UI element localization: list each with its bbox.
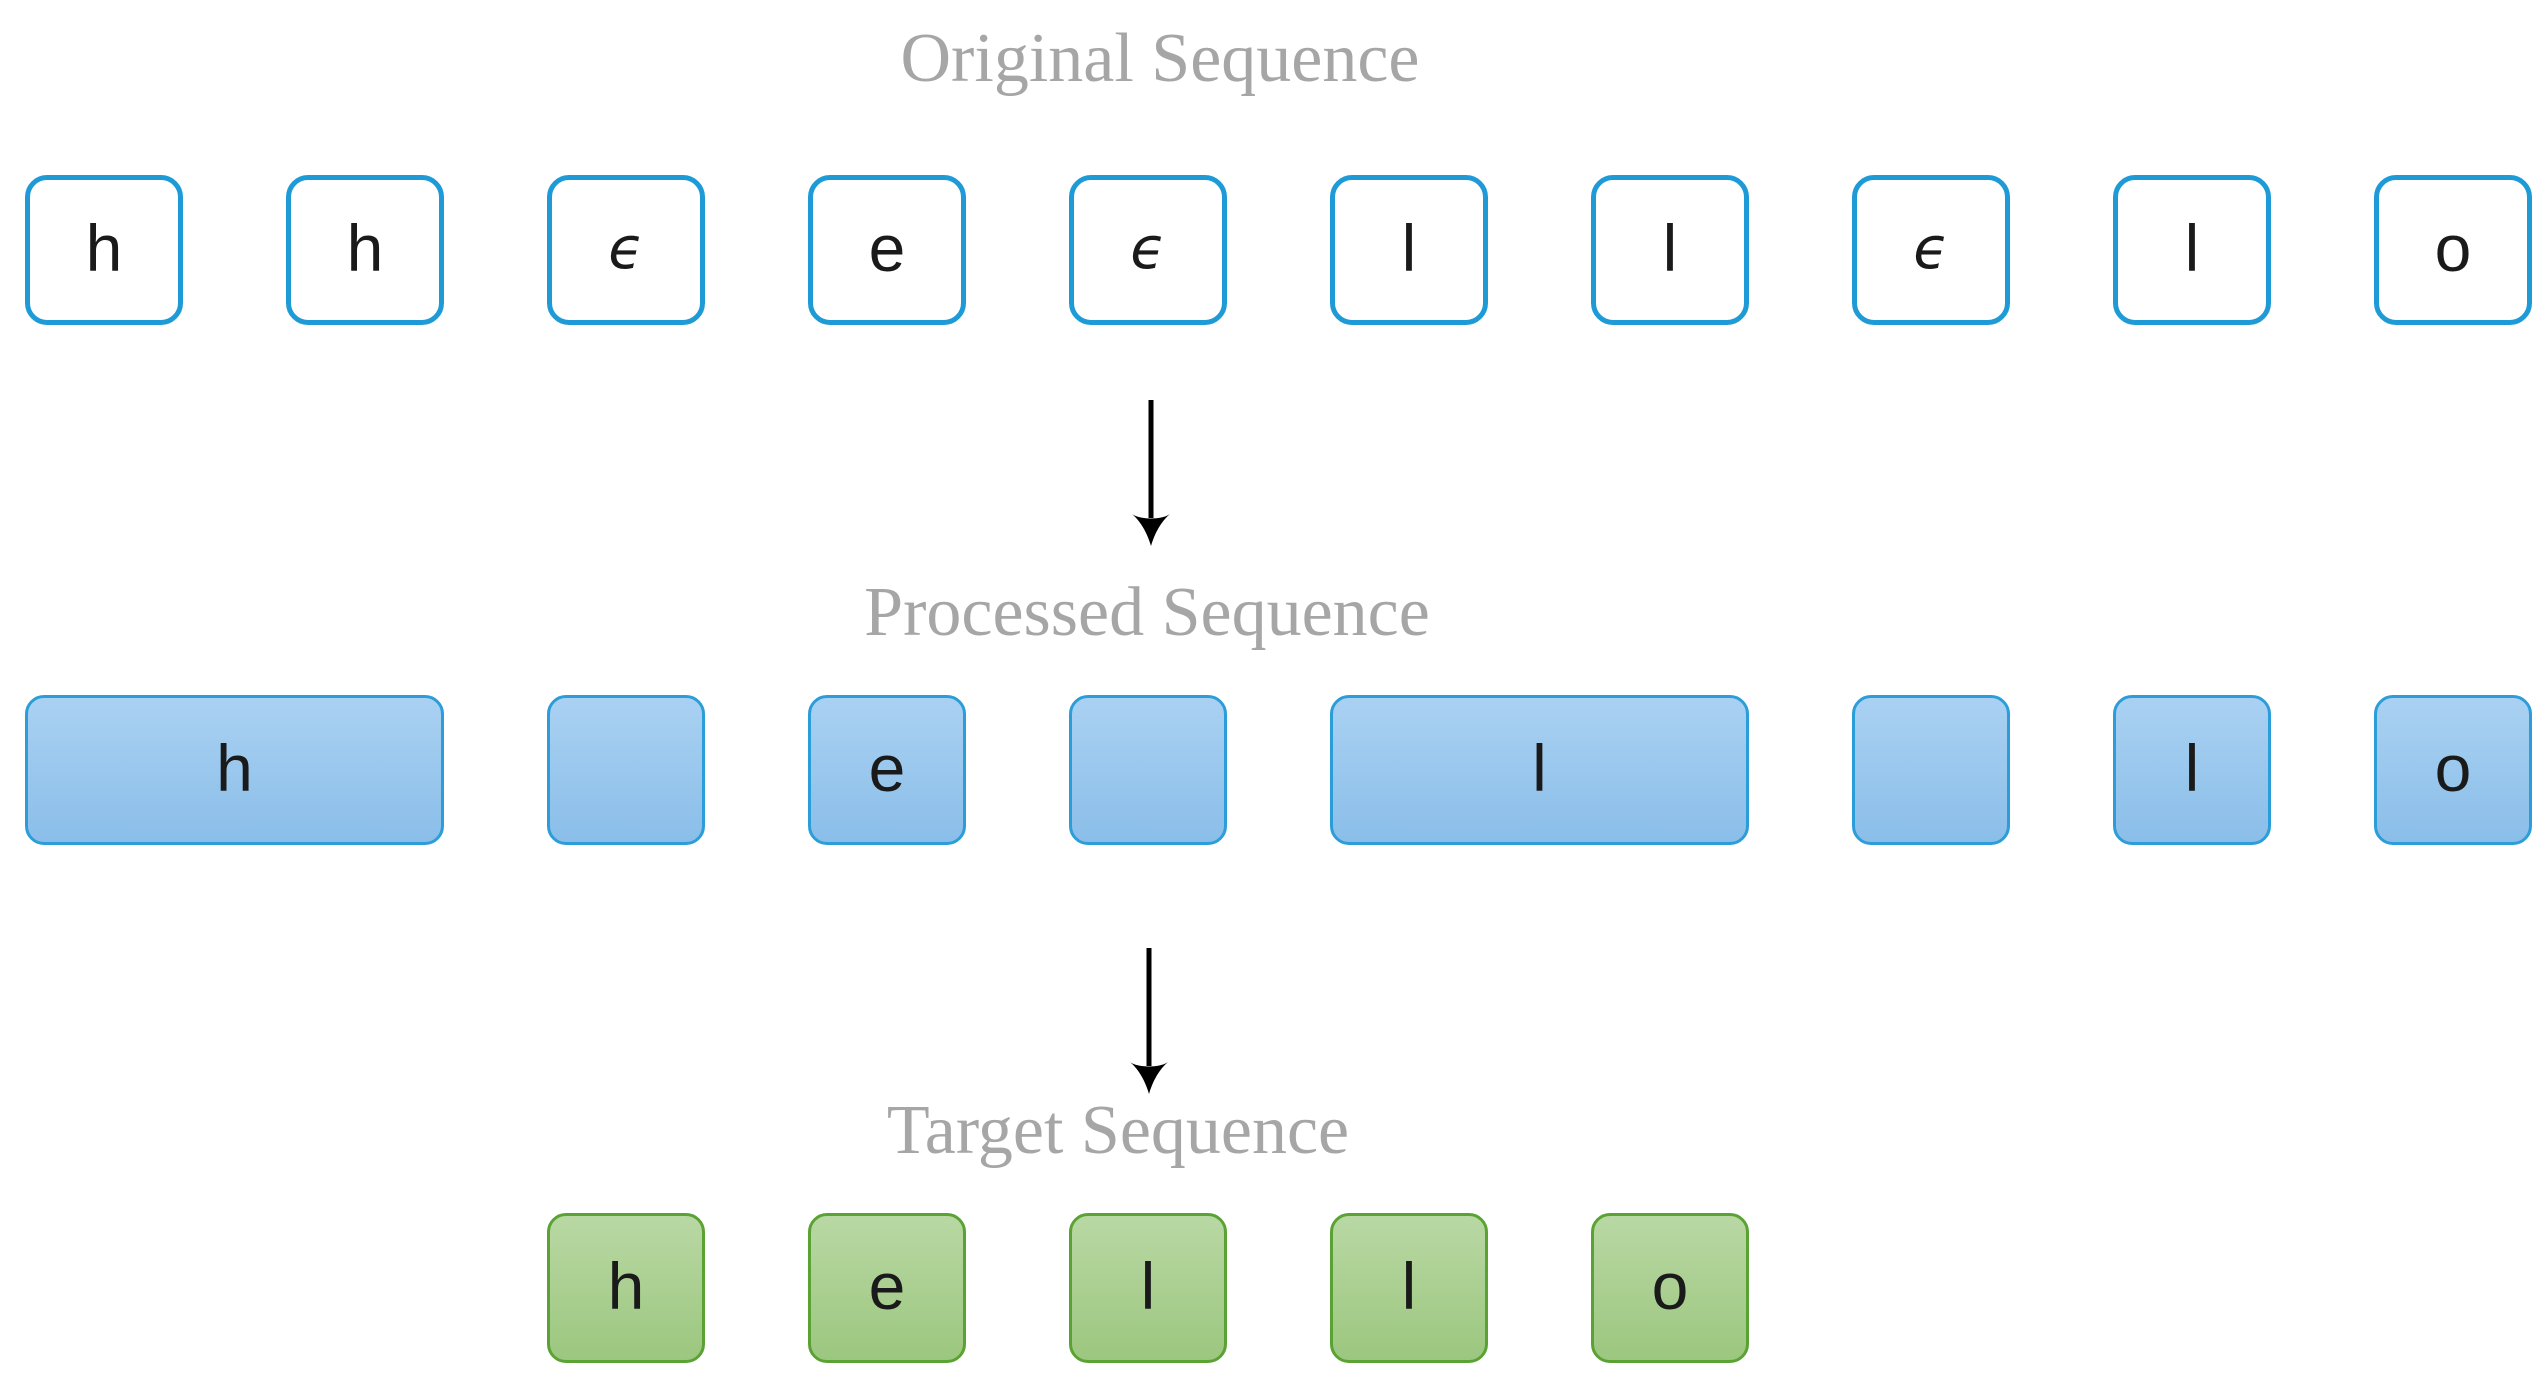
- original-cell-ϵ: ϵ: [1852, 175, 2010, 325]
- epsilon-label: ϵ: [1913, 214, 1949, 282]
- original-cell-l: l: [1330, 175, 1488, 325]
- target-cell-l: l: [1069, 1213, 1227, 1363]
- processed-cell-h: h: [25, 695, 444, 845]
- processed-cell-blank: [547, 695, 705, 845]
- letter-label: e: [868, 211, 906, 285]
- epsilon-label: ϵ: [1130, 214, 1166, 282]
- letter-label: l: [2184, 211, 2200, 285]
- processed-cell-blank: [1069, 695, 1227, 845]
- original-cell-e: e: [808, 175, 966, 325]
- letter-label: l: [1401, 211, 1417, 285]
- down-arrow-icon: [1130, 948, 1168, 1094]
- original-cell-ϵ: ϵ: [1069, 175, 1227, 325]
- target-cell-e: e: [808, 1213, 966, 1363]
- target-cell-h: h: [547, 1213, 705, 1363]
- target-sequence-title: Target Sequence: [886, 1092, 1350, 1169]
- letter-label: l: [1140, 1249, 1156, 1323]
- processed-cell-o: o: [2374, 695, 2532, 845]
- original-cell-o: o: [2374, 175, 2532, 325]
- processed-cell-l: l: [1330, 695, 1749, 845]
- processed-cell-e: e: [808, 695, 966, 845]
- letter-label: h: [216, 731, 253, 805]
- letter-label: l: [1662, 211, 1678, 285]
- original-cell-h: h: [25, 175, 183, 325]
- letter-label: h: [85, 211, 123, 285]
- processed-cell-blank: [1852, 695, 2010, 845]
- letter-label: l: [1532, 731, 1547, 805]
- letter-label: o: [2434, 731, 2472, 805]
- letter-label: e: [868, 731, 906, 805]
- target-cell-o: o: [1591, 1213, 1749, 1363]
- target-cell-l: l: [1330, 1213, 1488, 1363]
- letter-label: h: [346, 211, 384, 285]
- letter-label: l: [2184, 731, 2200, 805]
- processed-cell-l: l: [2113, 695, 2271, 845]
- original-cell-l: l: [1591, 175, 1749, 325]
- letter-label: e: [868, 1249, 906, 1323]
- letter-label: o: [1651, 1249, 1689, 1323]
- down-arrow-icon: [1132, 400, 1170, 546]
- epsilon-label: ϵ: [608, 214, 644, 282]
- original-cell-h: h: [286, 175, 444, 325]
- original-cell-l: l: [2113, 175, 2271, 325]
- letter-label: l: [1401, 1249, 1417, 1323]
- letter-label: o: [2434, 211, 2472, 285]
- original-sequence-title: Original Sequence: [900, 20, 1420, 97]
- letter-label: h: [607, 1249, 645, 1323]
- original-cell-ϵ: ϵ: [547, 175, 705, 325]
- processed-sequence-title: Processed Sequence: [864, 574, 1430, 651]
